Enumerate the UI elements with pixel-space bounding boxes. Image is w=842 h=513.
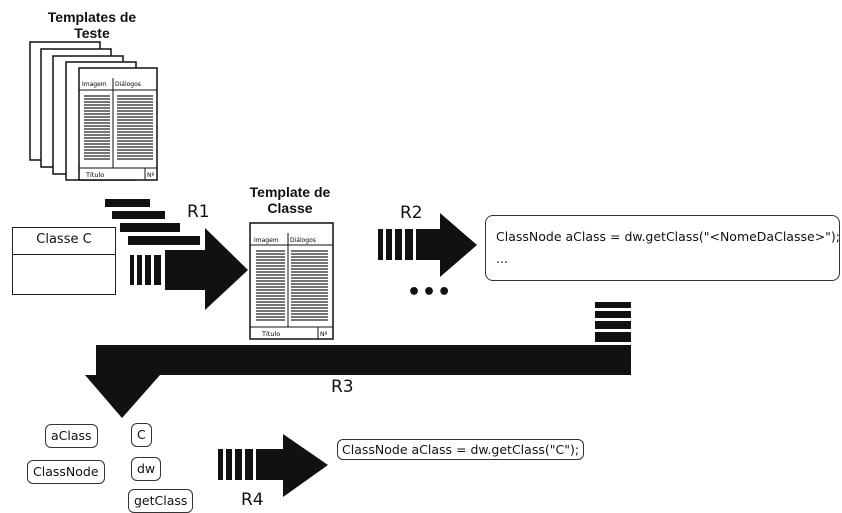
- code-template-box: ClassNode aClass = dw.getClass("<NomeDaC…: [485, 215, 840, 281]
- classe-footer-title: Título: [261, 330, 280, 338]
- template-classe-title-line1: Template de: [249, 184, 331, 200]
- label-r2: R2: [400, 203, 423, 223]
- class-box-name: Classe C: [13, 228, 115, 255]
- continuation-ellipsis: •••: [407, 280, 453, 305]
- classe-col1-header: Imagem: [254, 237, 279, 244]
- classe-col2-header: Diálogos: [290, 237, 316, 244]
- arrow-r1: [105, 199, 248, 310]
- result-code: ClassNode aClass = dw.getClass("C");: [337, 439, 585, 460]
- template-classe-title: Template de Classe: [240, 184, 340, 216]
- label-r4: R4: [241, 490, 264, 510]
- code-line-2: ...: [496, 251, 508, 266]
- token-aclass: aClass: [45, 424, 98, 448]
- templates-teste-title-line1: Templates de: [47, 9, 137, 25]
- classe-text-lines: [256, 250, 328, 321]
- label-r3: R3: [331, 377, 354, 397]
- token-c: C: [131, 423, 152, 447]
- template-classe-page: Imagem Diálogos Título Nº: [249, 222, 334, 340]
- code-line-1: ClassNode aClass = dw.getClass("<NomeDaC…: [496, 229, 840, 244]
- arrow-r4: [218, 434, 328, 497]
- token-classnode: ClassNode: [27, 460, 105, 484]
- token-getclass: getClass: [128, 489, 194, 513]
- token-dw: dw: [131, 457, 162, 481]
- classe-footer-number: Nº: [320, 331, 327, 338]
- teste-text-lines: [84, 95, 153, 160]
- templates-teste-stack: Imagem Diálogos Título Nº: [29, 41, 158, 181]
- teste-col2-header: Diálogos: [115, 81, 141, 88]
- teste-footer-number: Nº: [147, 172, 154, 179]
- arrow-r3: [85, 302, 631, 418]
- teste-footer-title: Título: [85, 171, 104, 179]
- templates-teste-front: Imagem Diálogos Título Nº: [78, 67, 158, 181]
- template-classe-title-line2: Classe: [267, 200, 313, 216]
- label-r1: R1: [187, 202, 210, 222]
- templates-teste-title: Templates de Teste: [32, 9, 152, 41]
- class-box: Classe C: [12, 227, 116, 295]
- templates-teste-title-line2: Teste: [74, 25, 110, 41]
- arrow-r2: [378, 213, 477, 277]
- teste-col1-header: Imagem: [82, 81, 107, 88]
